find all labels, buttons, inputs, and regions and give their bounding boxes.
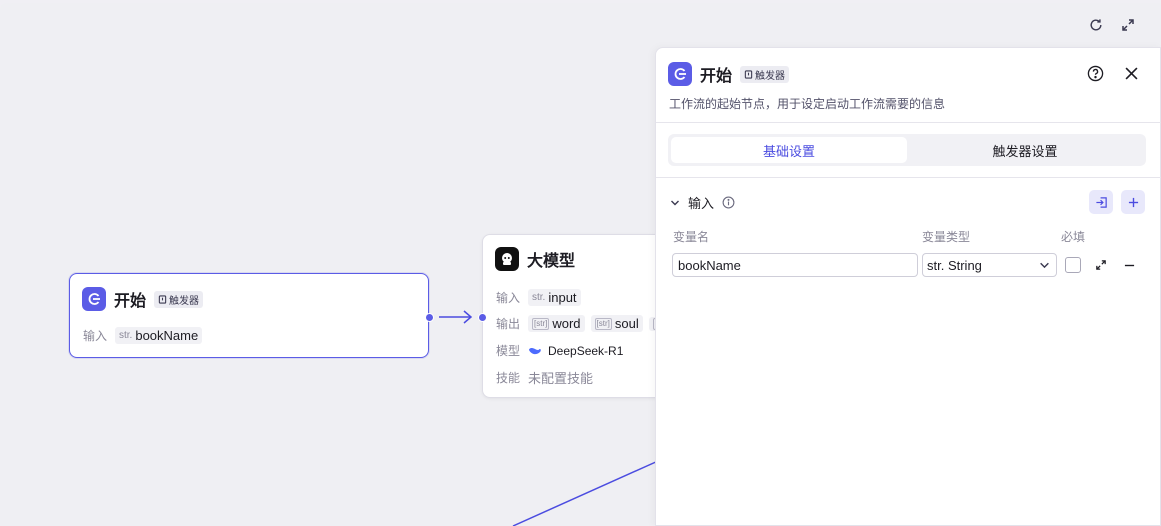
panel-description: 工作流的起始节点，用于设定启动工作流需要的信息 — [669, 97, 946, 111]
node-settings-panel: 开始 触发器 工作流的起始节点，用于设定启动工作流需要的信息 基础设置 触发器设… — [655, 47, 1161, 526]
start-node[interactable]: 开始 触发器 输入 str. bookName — [69, 273, 429, 358]
trigger-icon — [158, 294, 167, 304]
required-checkbox[interactable] — [1065, 257, 1081, 273]
llm-node[interactable]: 大模型 输入 str. input 输出 [str] word [str] so… — [482, 234, 682, 398]
input-variable-chip: str. input — [528, 289, 581, 306]
info-icon — [722, 196, 735, 209]
import-variable-button[interactable] — [1089, 190, 1113, 214]
model-label: 模型 — [496, 344, 521, 358]
tab-trigger-settings[interactable]: 触发器设置 — [992, 143, 1058, 159]
edge-llm-to-next — [512, 460, 659, 526]
divider — [656, 177, 1161, 178]
trigger-tag: 触发器 — [740, 65, 790, 83]
expand-variable-button[interactable] — [1089, 253, 1113, 277]
llm-input-handle[interactable] — [478, 313, 487, 322]
add-variable-button[interactable] — [1121, 190, 1145, 214]
tab-basic-settings[interactable]: 基础设置 — [671, 137, 907, 163]
section-title: 输入 — [688, 196, 715, 211]
help-button[interactable] — [1083, 61, 1107, 85]
llm-icon — [495, 247, 519, 271]
help-icon — [1087, 65, 1103, 81]
refresh-icon — [1090, 19, 1102, 31]
variable-name-input[interactable] — [672, 253, 918, 277]
plus-icon — [1128, 197, 1138, 207]
trigger-icon — [744, 69, 753, 79]
import-icon — [1095, 196, 1107, 208]
input-label: 输入 — [83, 329, 108, 343]
variable-type-value: str. String — [927, 257, 982, 273]
output-variable-chip: [str] soul — [590, 315, 643, 332]
skill-value: 未配置技能 — [528, 371, 594, 386]
start-output-handle[interactable] — [425, 313, 434, 322]
skill-label: 技能 — [496, 371, 521, 385]
start-icon — [668, 62, 692, 86]
chevron-down-icon — [671, 200, 679, 205]
node-title: 开始 — [114, 293, 147, 310]
variable-type-select[interactable]: str. String — [922, 253, 1057, 277]
expand-icon — [1096, 260, 1106, 270]
fullscreen-button[interactable] — [1117, 14, 1139, 36]
start-icon — [82, 287, 106, 311]
edge-arrowhead — [463, 310, 473, 324]
column-header-required: 必填 — [1061, 230, 1086, 244]
minus-icon — [1124, 264, 1134, 266]
deepseek-icon — [529, 347, 541, 354]
panel-title: 开始 — [700, 68, 733, 85]
input-label: 输入 — [496, 291, 521, 305]
expand-icon — [1122, 19, 1134, 31]
remove-variable-button[interactable] — [1117, 253, 1141, 277]
chevron-down-icon — [1040, 262, 1049, 268]
trigger-tag: 触发器 — [154, 290, 204, 308]
refresh-button[interactable] — [1085, 14, 1107, 36]
input-variable-chip: str. bookName — [115, 327, 203, 344]
column-header-type: 变量类型 — [922, 230, 971, 244]
model-name: DeepSeek-R1 — [548, 343, 624, 358]
output-label: 输出 — [496, 317, 521, 331]
node-title: 大模型 — [527, 253, 576, 270]
column-header-name: 变量名 — [673, 230, 710, 244]
close-button[interactable] — [1119, 61, 1143, 85]
close-icon — [1125, 67, 1137, 79]
settings-tabs: 基础设置 触发器设置 — [668, 134, 1146, 166]
output-variable-chip: [str] word — [528, 315, 585, 332]
input-section-header[interactable]: 输入 — [670, 193, 735, 212]
divider — [656, 122, 1161, 123]
